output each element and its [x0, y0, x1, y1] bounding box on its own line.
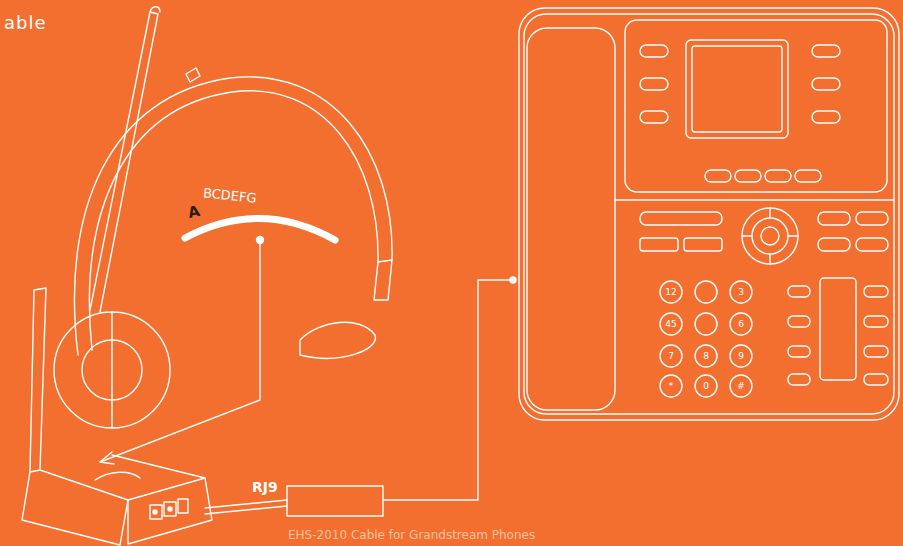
heading-text: able	[4, 12, 47, 33]
switch-position: A	[186, 202, 201, 222]
key-label: 6	[731, 318, 751, 330]
key-label: 8	[696, 350, 716, 362]
key-label: #	[731, 380, 751, 392]
key-label: 12	[661, 286, 681, 298]
key-label: 9	[731, 350, 751, 362]
desk-phone	[519, 8, 899, 420]
cables	[205, 277, 516, 516]
connector-label: RJ9	[252, 479, 278, 495]
key-label: 45	[661, 318, 681, 330]
headset-base	[22, 288, 212, 545]
key-label: 3	[731, 286, 751, 298]
caption-text: EHS-2010 Cable for Grandstream Phones	[288, 528, 535, 542]
key-label: 0	[696, 380, 716, 392]
switch-positions: BCDEFG	[202, 185, 257, 206]
switch-leader	[100, 218, 335, 464]
headset	[54, 7, 392, 428]
key-label: *	[661, 380, 681, 392]
key-label: 7	[661, 350, 681, 362]
